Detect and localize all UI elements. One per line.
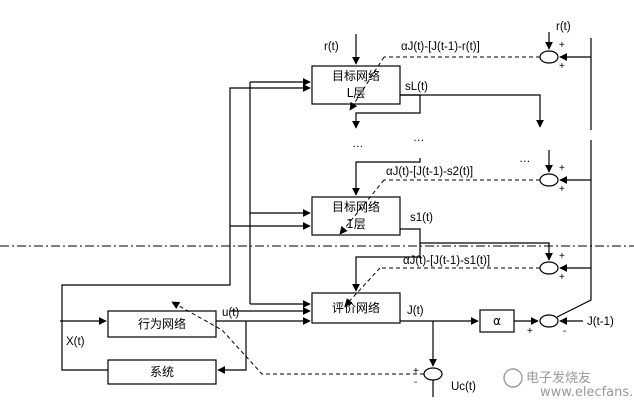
target-network-l-line1: 目标网络 [332, 68, 380, 83]
sign-j-left: + [527, 326, 533, 337]
ellipsis-right: … [519, 153, 531, 165]
error-2-label: αJ(t)-[J(t-1)-s2(t)] [386, 166, 473, 178]
sign-l-top: + [559, 40, 565, 51]
u-label: u(t) [222, 307, 239, 319]
j-label: J(t) [407, 305, 424, 317]
watermark-url: www.elecfans.com [540, 385, 634, 400]
alpha-block: α [479, 309, 515, 333]
sum-junction-1 [539, 261, 559, 275]
target-network-1-line1: 目标网络 [332, 199, 380, 214]
s-l-label: sL(t) [405, 81, 428, 93]
sign-uc-bottom: - [414, 377, 417, 388]
signal-lines [60, 32, 592, 397]
error-lines [171, 56, 540, 375]
critic-network-label: 评价网络 [332, 300, 380, 315]
sign-2-bottom: + [559, 184, 565, 195]
sign-uc-top: + [413, 366, 419, 377]
watermark-text: 电子发烧友 [526, 370, 591, 386]
target-network-l-line2: L层 [347, 86, 366, 100]
system-label: 系统 [150, 365, 174, 379]
sum-junction-2 [539, 173, 559, 187]
critic-network-block: 评价网络 [311, 292, 401, 324]
r-input-top-label: r(t) [324, 41, 339, 53]
sum-junction-uc [423, 367, 443, 381]
sign-2-top: + [559, 163, 565, 174]
ellipsis-left: … [352, 138, 364, 150]
error-l-label: αJ(t)-[J(t-1)-r(t)] [401, 41, 480, 53]
s-1-label: s1(t) [410, 212, 433, 224]
alpha-label: α [493, 314, 501, 328]
j-prev-label: J(t-1) [587, 316, 614, 328]
sum-junction-j [539, 314, 559, 328]
target-network-l-block: 目标网络 L层 [311, 65, 401, 105]
r-input-right-label: r(t) [556, 21, 571, 33]
error-1-label: αJ(t)-[J(t-1)-s1(t)] [403, 255, 490, 267]
sign-j-right: - [563, 326, 566, 337]
sum-junction-l [539, 50, 559, 64]
ellipsis-mid: … [413, 132, 425, 144]
sign-1-top: + [559, 251, 565, 262]
actor-network-block: 行为网络 [107, 310, 217, 338]
target-network-1-block: 目标网络 1层 [311, 196, 401, 236]
actor-network-label: 行为网络 [138, 316, 186, 331]
watermark-logo-icon [503, 368, 523, 388]
sign-1-bottom: + [559, 272, 565, 283]
uc-label: Uc(t) [451, 381, 476, 393]
watermark: 电子发烧友 www.elecfans.com [503, 368, 634, 400]
sign-l-bottom: + [559, 61, 565, 72]
x-label: X(t) [66, 336, 85, 348]
target-network-1-line2: 1层 [346, 217, 366, 231]
system-block: 系统 [107, 359, 217, 385]
